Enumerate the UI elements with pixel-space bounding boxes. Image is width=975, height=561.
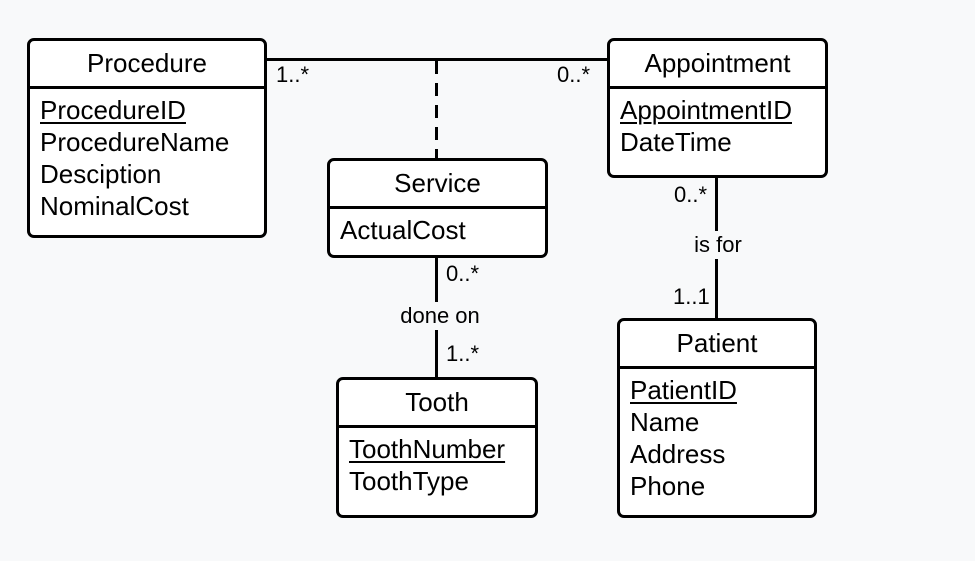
entity-attributes-appointment: AppointmentID DateTime: [610, 89, 825, 158]
multiplicity-procedure-side: 1..*: [276, 62, 310, 87]
association-line-procedure-appointment: [267, 58, 607, 61]
entity-service: Service ActualCost: [327, 158, 548, 258]
attribute-procedure-desciption: Desciption: [40, 159, 162, 189]
attribute-tooth-type: ToothType: [349, 466, 469, 496]
entity-title-tooth: Tooth: [339, 380, 535, 428]
entity-procedure: Procedure ProcedureID ProcedureName Desc…: [27, 38, 267, 238]
association-class-dashed-line: [435, 61, 438, 158]
entity-appointment: Appointment AppointmentID DateTime: [607, 38, 828, 178]
entity-patient: Patient PatientID Name Address Phone: [617, 318, 817, 518]
multiplicity-appointment-side: 0..*: [557, 62, 591, 87]
multiplicity-tooth-side: 1..*: [446, 341, 480, 366]
attribute-service-actualcost: ActualCost: [340, 215, 466, 245]
attribute-patient-id: PatientID: [630, 375, 737, 405]
entity-attributes-procedure: ProcedureID ProcedureName Desciption Nom…: [30, 89, 264, 222]
attribute-procedure-id: ProcedureID: [40, 95, 186, 125]
attribute-tooth-number: ToothNumber: [349, 434, 506, 464]
attribute-appointment-id: AppointmentID: [620, 95, 792, 125]
attribute-patient-address: Address: [630, 439, 726, 469]
multiplicity-patient-side: 1..1: [673, 284, 710, 309]
entity-attributes-tooth: ToothNumber ToothType: [339, 428, 535, 497]
entity-attributes-service: ActualCost: [330, 209, 545, 246]
multiplicity-service-side: 0..*: [446, 261, 480, 286]
entity-title-service: Service: [330, 161, 545, 209]
entity-title-appointment: Appointment: [610, 41, 825, 89]
attribute-patient-name: Name: [630, 407, 700, 437]
attribute-procedure-nominalcost: NominalCost: [40, 191, 189, 221]
attribute-patient-phone: Phone: [630, 471, 706, 501]
attribute-appointment-datetime: DateTime: [620, 127, 732, 157]
relationship-name-is-for: is for: [690, 231, 746, 259]
relationship-name-done-on: done on: [396, 302, 484, 330]
multiplicity-appointment-patient-side: 0..*: [674, 182, 708, 207]
entity-title-patient: Patient: [620, 321, 814, 369]
entity-tooth: Tooth ToothNumber ToothType: [336, 377, 538, 518]
attribute-procedure-name: ProcedureName: [40, 127, 230, 157]
entity-attributes-patient: PatientID Name Address Phone: [620, 369, 814, 502]
entity-title-procedure: Procedure: [30, 41, 264, 89]
